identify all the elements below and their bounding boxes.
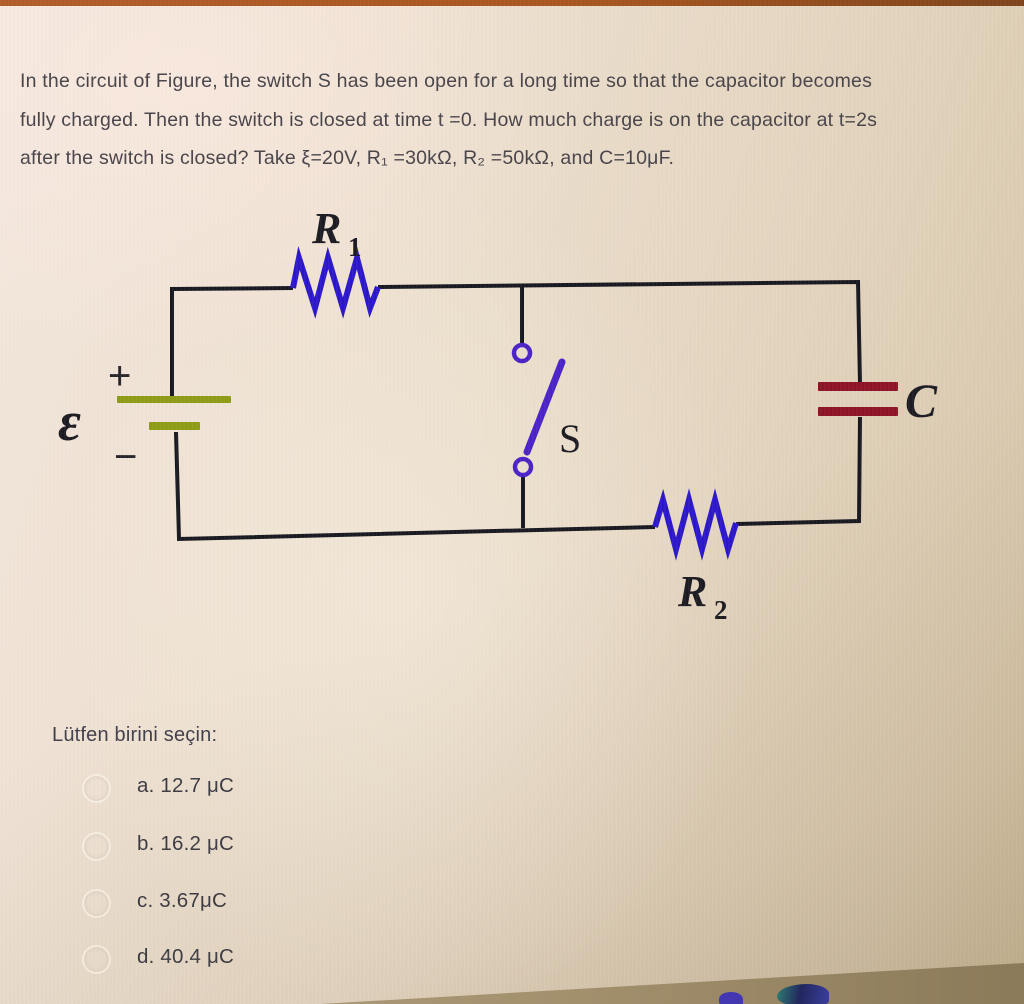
capacitor-plate-top [818, 382, 898, 391]
cropped-blue-graphic [719, 992, 743, 1004]
capacitor-label: C [905, 375, 938, 428]
photo-top-edge [0, 0, 1024, 6]
question-text: In the circuit of Figure, the switch S h… [20, 66, 980, 182]
answer-option-a-label: a. 12.7 μC [137, 774, 235, 797]
wire-bottom-left [174, 431, 656, 542]
battery-plate-short [149, 422, 200, 430]
answer-option-b-label: b. 16.2 μC [137, 832, 235, 855]
radio-button-a[interactable] [82, 774, 111, 803]
radio-button-d[interactable] [82, 945, 111, 974]
switch-contact-top [511, 342, 533, 364]
cropped-blue-graphic [777, 984, 829, 1004]
radio-button-b[interactable] [82, 832, 111, 861]
capacitor-plate-bottom [818, 407, 898, 416]
question-line-1: In the circuit of Figure, the switch S h… [20, 70, 873, 92]
battery-plate-long [117, 396, 231, 403]
switch-label: S [559, 416, 581, 461]
question-line-3: after the switch is closed? Take ξ=20V, … [20, 147, 675, 169]
emf-label: ε [58, 391, 81, 453]
wire-top-right [377, 279, 862, 385]
wire-right-bottom [735, 416, 862, 526]
resistor-r1-symbol [290, 246, 381, 319]
answer-option-c-label: c. 3.67μC [137, 889, 227, 912]
answer-prompt: Lütfen birini seçin: [52, 724, 218, 746]
r2-subscript: 2 [714, 595, 728, 625]
r2-label: R [677, 567, 707, 616]
switch-blade [523, 358, 566, 456]
switch-contact-bottom [512, 456, 534, 478]
resistor-r2-symbol [652, 488, 739, 561]
question-line-2: fully charged. Then the switch is closed… [20, 108, 878, 131]
battery-plus-sign: + [108, 354, 131, 398]
r1-subscript: 1 [348, 232, 362, 262]
r1-label: R [311, 204, 341, 253]
battery-minus-sign: − [114, 435, 137, 479]
answer-option-d-label: d. 40.4 μC [137, 945, 235, 968]
wire-left-top [170, 286, 294, 398]
radio-button-c[interactable] [82, 889, 111, 918]
